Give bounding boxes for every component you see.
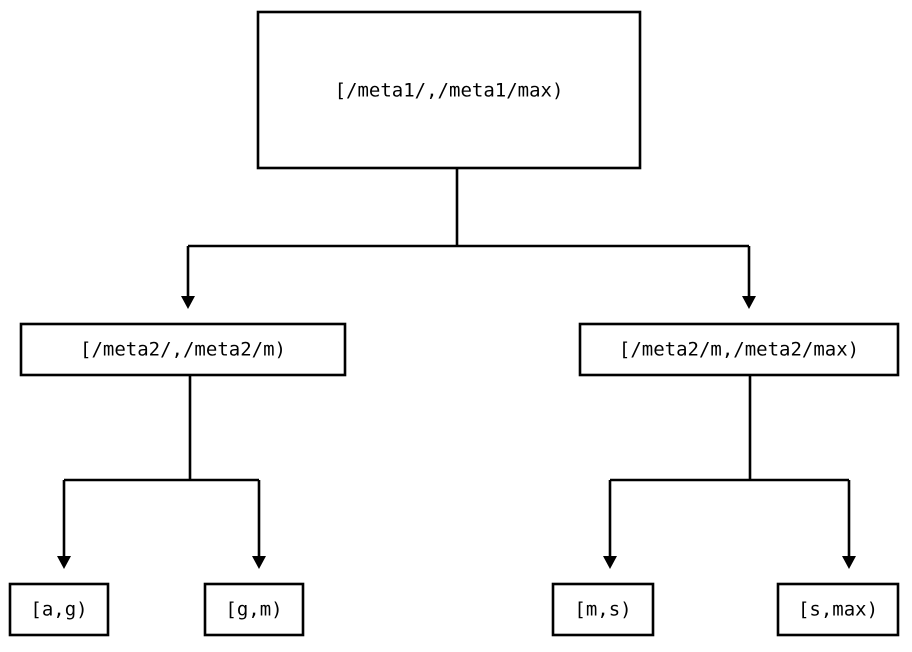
node-mid-right-label: [/meta2/m,/meta2/max): [619, 339, 859, 361]
arrowhead-to-leaf-gm: [252, 556, 266, 569]
arrowhead-to-leaf-ms: [603, 556, 617, 569]
arrowhead-to-leaf-smax: [842, 556, 856, 569]
node-mid-right[interactable]: [/meta2/m,/meta2/max): [578, 322, 900, 377]
node-leaf-gm-label: [g,m): [225, 599, 282, 621]
node-leaf-smax[interactable]: [s,max): [776, 582, 900, 637]
node-leaf-smax-box[interactable]: [776, 582, 900, 637]
node-leaf-ag-label: [a,g): [30, 599, 87, 621]
node-root[interactable]: [/meta1/,/meta1/max): [256, 10, 642, 170]
node-leaf-ms-label: [m,s): [574, 599, 631, 621]
node-leaf-ag[interactable]: [a,g): [8, 582, 110, 637]
arrowhead-to-mid-left: [181, 296, 195, 309]
node-leaf-ag-box[interactable]: [8, 582, 110, 637]
node-leaf-gm-box[interactable]: [203, 582, 305, 637]
node-leaf-smax-label: [s,max): [798, 599, 878, 621]
node-mid-left[interactable]: [/meta2/,/meta2/m): [19, 322, 347, 377]
node-mid-left-box[interactable]: [19, 322, 347, 377]
node-mid-right-box[interactable]: [578, 322, 900, 377]
node-group: [/meta1/,/meta1/max) [/meta2/,/meta2/m) …: [8, 10, 900, 637]
node-leaf-gm[interactable]: [g,m): [203, 582, 305, 637]
node-leaf-ms-box[interactable]: [551, 582, 655, 637]
node-root-box[interactable]: [256, 10, 642, 170]
node-mid-left-label: [/meta2/,/meta2/m): [80, 339, 286, 361]
edge-group: [57, 168, 856, 569]
node-leaf-ms[interactable]: [m,s): [551, 582, 655, 637]
node-root-label: [/meta1/,/meta1/max): [335, 80, 564, 102]
arrowhead-to-leaf-ag: [57, 556, 71, 569]
arrowhead-to-mid-right: [742, 296, 756, 309]
